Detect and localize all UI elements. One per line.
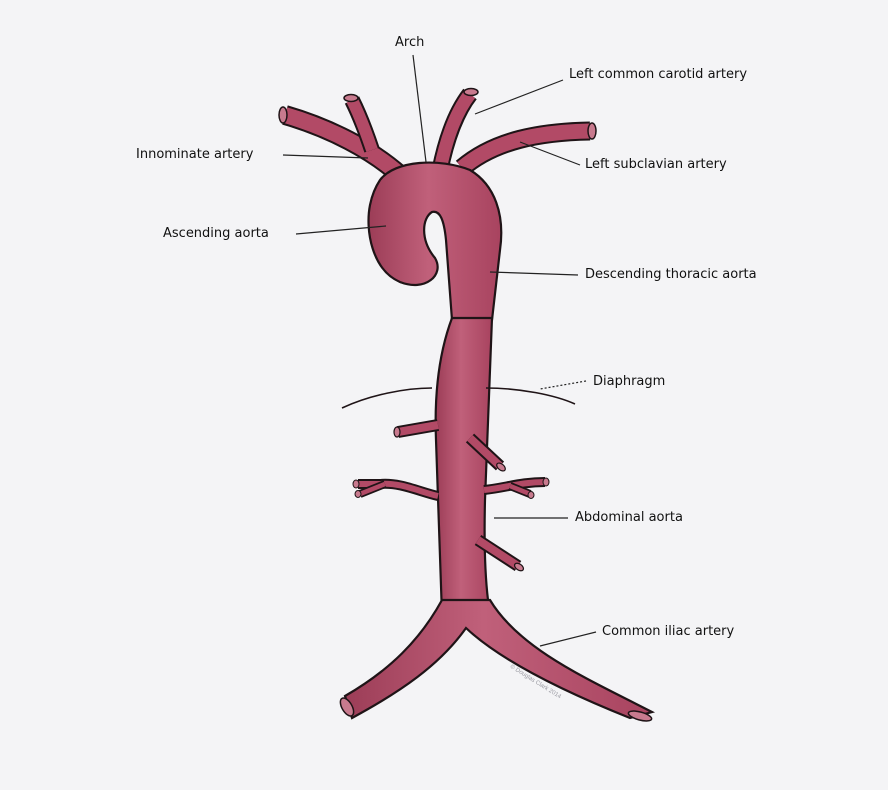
common-iliac-vessels — [338, 600, 653, 723]
label-descending-thoracic-aorta: Descending thoracic aorta — [585, 267, 757, 283]
label-innominate-artery: Innominate artery — [136, 147, 253, 163]
celiac-branch — [394, 425, 438, 437]
label-arch: Arch — [395, 35, 424, 51]
left-renal-branch — [353, 480, 438, 498]
leader-common-iliac — [540, 632, 596, 646]
label-left-subclavian: Left subclavian artery — [585, 157, 727, 173]
label-diaphragm: Diaphragm — [593, 374, 665, 390]
label-common-iliac-artery: Common iliac artery — [602, 624, 734, 640]
label-ascending-aorta: Ascending aorta — [163, 226, 269, 242]
innominate-artery-vessel — [279, 95, 400, 176]
leader-left-common-carotid — [475, 80, 563, 114]
leader-diaphragm — [540, 381, 586, 389]
leader-innominate — [283, 155, 368, 158]
leader-arch — [413, 55, 426, 162]
aortic-arch-vessel — [369, 163, 502, 320]
descending-aorta-vessel — [436, 318, 492, 615]
leader-descending-thoracic — [490, 272, 578, 275]
right-renal-branch — [484, 478, 549, 499]
label-abdominal-aorta: Abdominal aorta — [575, 510, 683, 526]
leader-left-subclavian — [520, 142, 580, 165]
label-left-common-carotid: Left common carotid artery — [569, 67, 747, 83]
